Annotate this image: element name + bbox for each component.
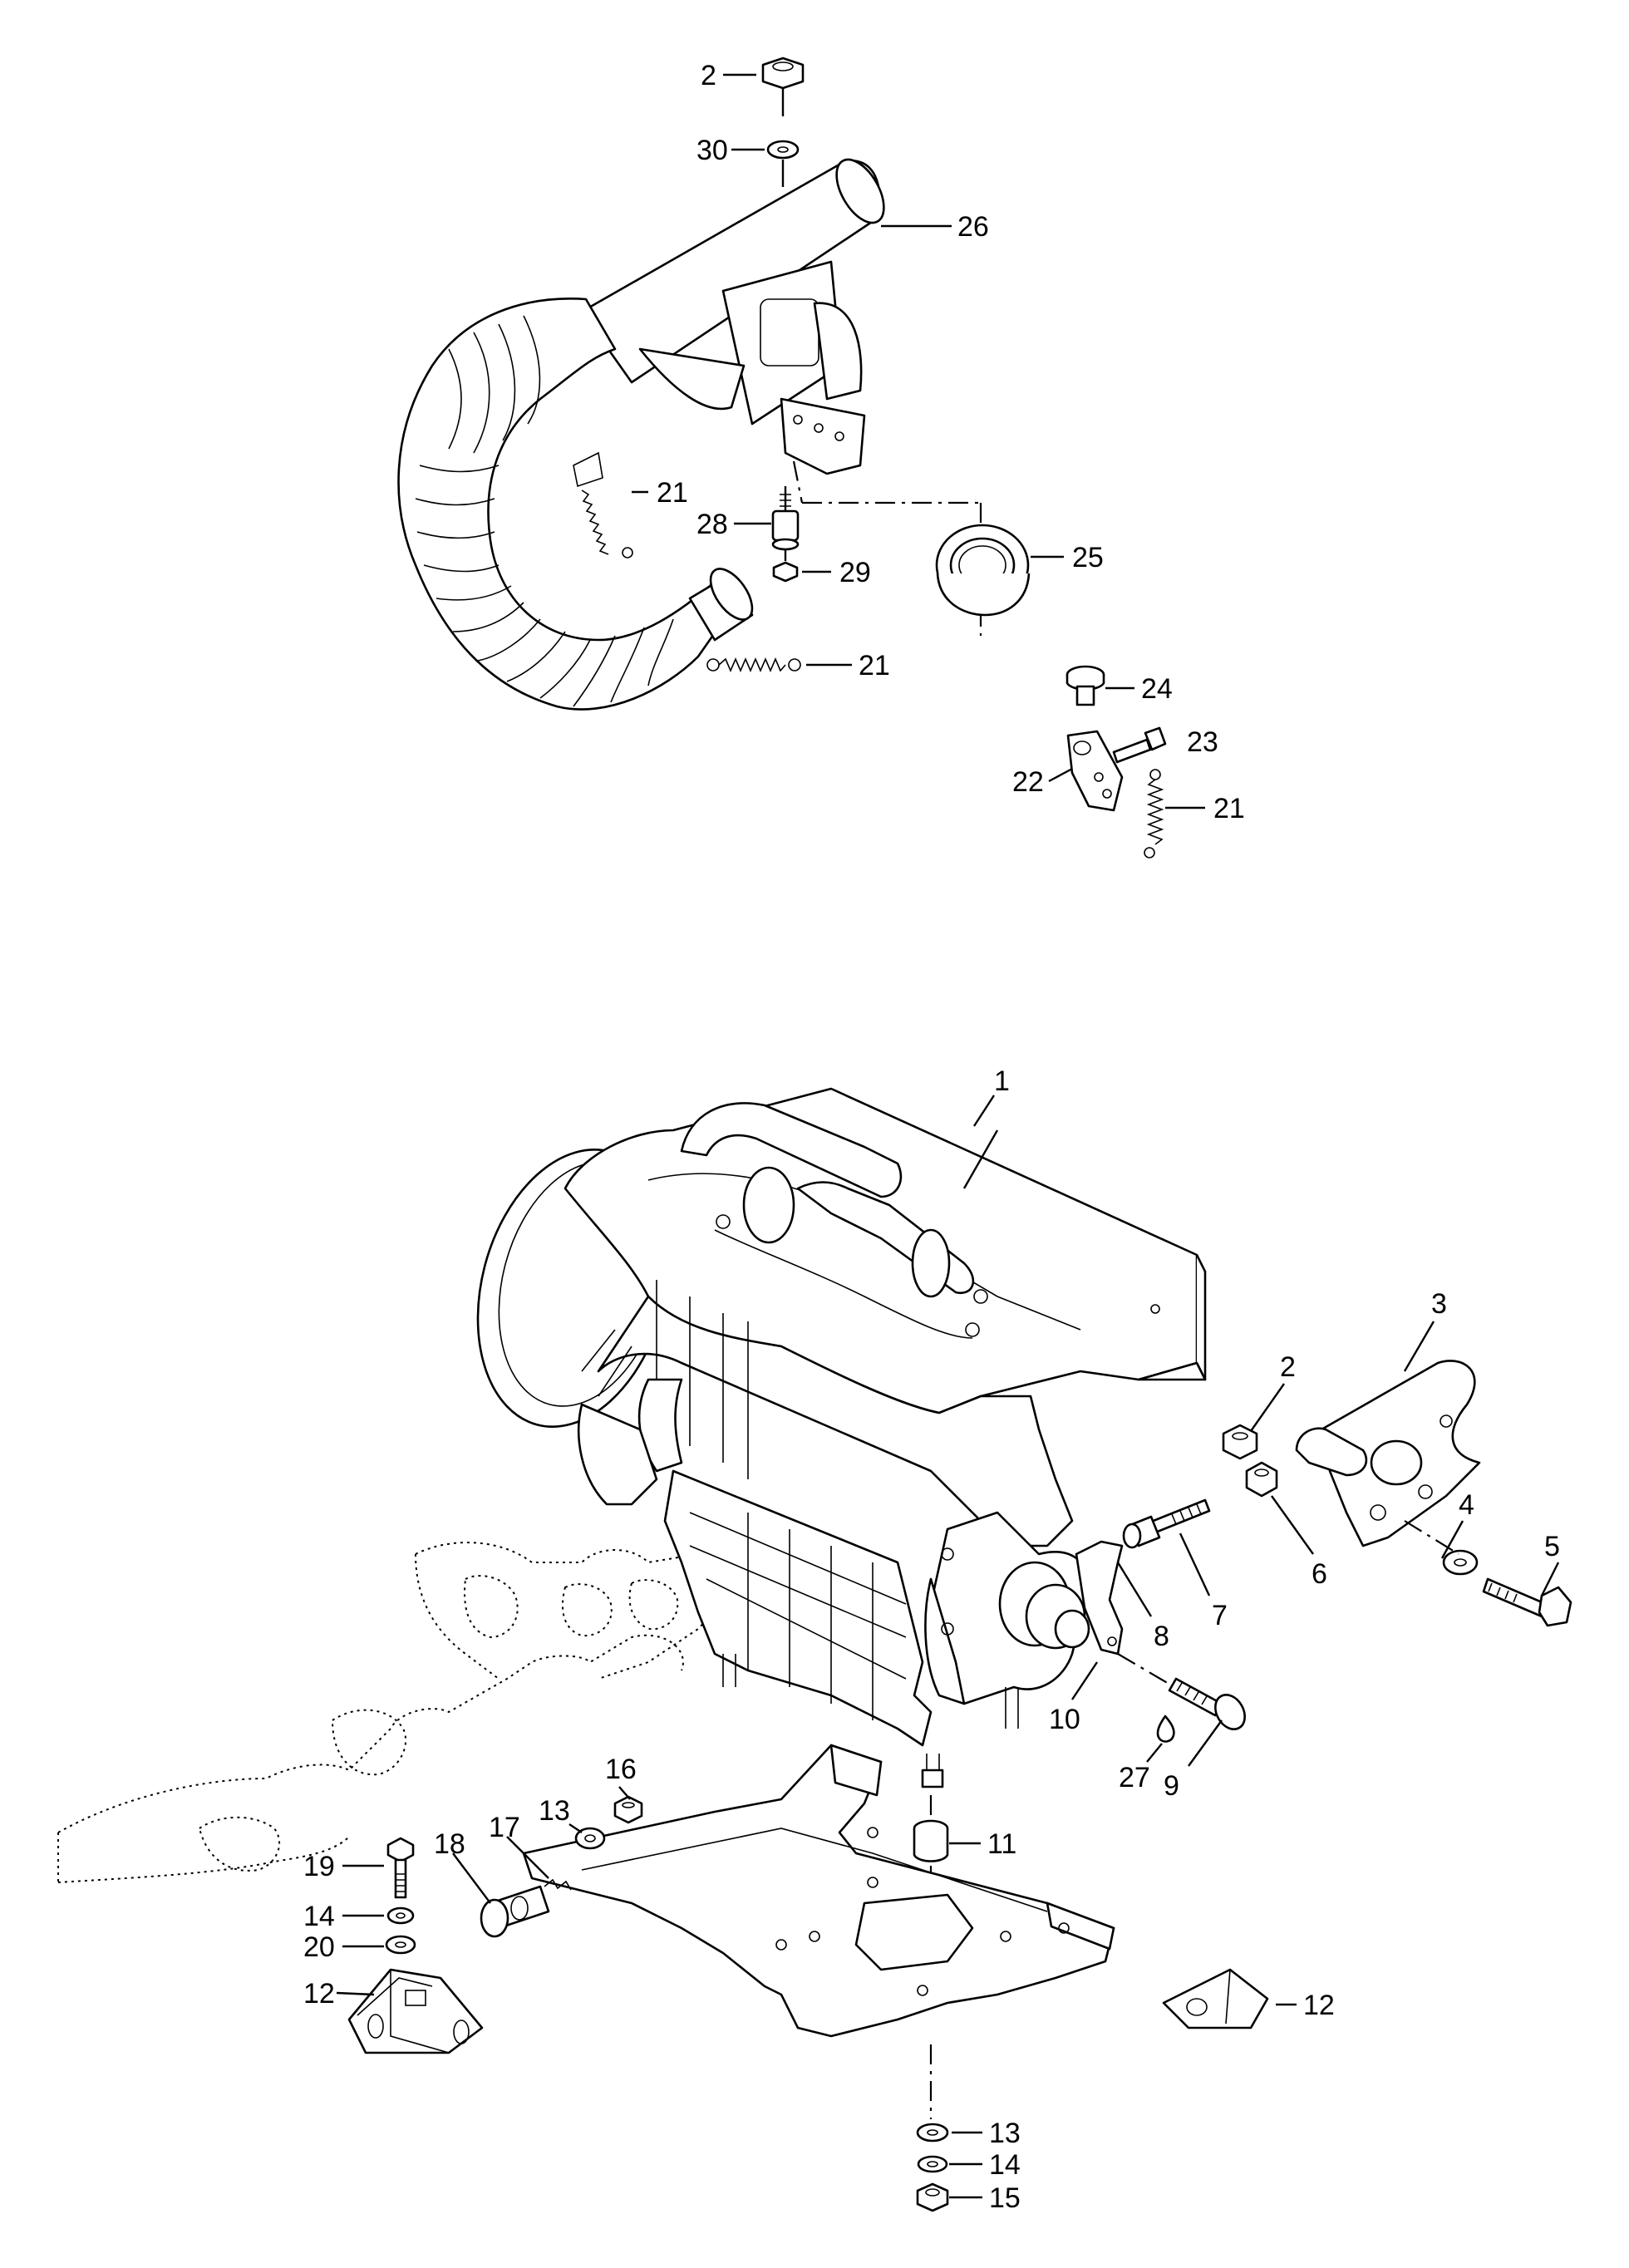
washer-30 [766,140,800,187]
callout-15: 15 [989,2182,1021,2214]
callout-20: 20 [303,1931,335,1963]
callout-21-a: 21 [657,477,688,509]
callout-3: 3 [1431,1288,1447,1320]
callout-13-a: 13 [539,1795,570,1827]
callout-9: 9 [1164,1770,1179,1802]
callout-10: 10 [1049,1704,1080,1735]
callout-17: 17 [489,1812,520,1843]
callout-27: 27 [1119,1762,1150,1793]
callout-labels: 2 30 26 21 28 29 25 21 24 23 22 21 1 3 2… [303,60,1560,2214]
callout-18: 18 [434,1828,465,1860]
callout-6: 6 [1312,1558,1327,1590]
engine-1 [476,1087,1207,1828]
callout-23: 23 [1187,726,1218,758]
callout-12-a: 12 [303,1978,335,2010]
callout-21-b: 21 [859,650,890,681]
callout-11: 11 [987,1828,1016,1860]
seal-25 [935,524,1031,617]
callout-14-b: 14 [989,2149,1021,2181]
callout-7: 7 [1212,1600,1228,1631]
spacer-11 [913,1819,949,1862]
callout-22: 22 [1012,766,1044,798]
rubber-mount-12-right [1162,1968,1269,2029]
callout-2-top: 2 [701,60,716,91]
bolt-5 [1482,1577,1572,1627]
stud-7 [1122,1498,1211,1549]
thread-locker-27 [1156,1715,1175,1743]
callout-8: 8 [1154,1621,1169,1652]
washer-20 [385,1935,416,1955]
leader-lines [336,73,1560,2199]
bolt-19 [386,1837,415,1899]
tuned-pipe [397,298,754,711]
callout-2-mid: 2 [1280,1351,1296,1383]
phantom-intake [57,1542,715,1883]
washer-13-upper [574,1827,606,1850]
mount-bracket-3 [1295,1360,1481,1547]
spring-21-upper [581,490,633,558]
muffler-26 [580,158,885,475]
callout-13-b: 13 [989,2118,1021,2149]
engine-assembly [57,1087,1572,2212]
callout-24: 24 [1141,673,1173,705]
nut-29 [772,561,799,583]
cap-24 [1065,665,1105,706]
callout-21-c: 21 [1213,793,1245,824]
nut-6 [1245,1461,1278,1498]
support-plate-17 [522,1744,1115,2038]
callout-12-b: 12 [1303,1990,1335,2021]
callout-29: 29 [839,557,871,588]
rubber-mount-12-left [347,1968,484,2054]
bolt-9 [1168,1677,1246,1730]
callout-1: 1 [994,1065,1010,1097]
bracket-22 [1066,730,1124,812]
lock-washer-14-upper [386,1906,415,1925]
spring-21-lower [706,657,801,673]
callout-16: 16 [605,1754,637,1785]
callout-28: 28 [696,509,728,540]
washer-4 [1442,1549,1479,1576]
callout-19: 19 [303,1851,335,1882]
nut-2-top [761,57,805,116]
callout-25: 25 [1072,542,1104,573]
exhaust-assembly [397,57,1167,858]
plate-8 [1075,1540,1124,1655]
nut-2-mid [1222,1424,1258,1460]
spring-21-vertical [1144,769,1164,858]
callout-30: 30 [696,135,728,166]
callout-14-a: 14 [303,1901,335,1932]
lock-washer-14-lower [917,2155,948,2173]
callout-26: 26 [957,211,989,243]
stud-18 [480,1878,572,1938]
callout-4: 4 [1459,1489,1474,1521]
bolt-23 [1112,726,1167,764]
grommet-28 [771,486,800,561]
nut-15 [916,2182,949,2212]
callout-5: 5 [1544,1531,1560,1562]
nut-16 [613,1795,643,1824]
washer-13-lower [916,2123,949,2143]
